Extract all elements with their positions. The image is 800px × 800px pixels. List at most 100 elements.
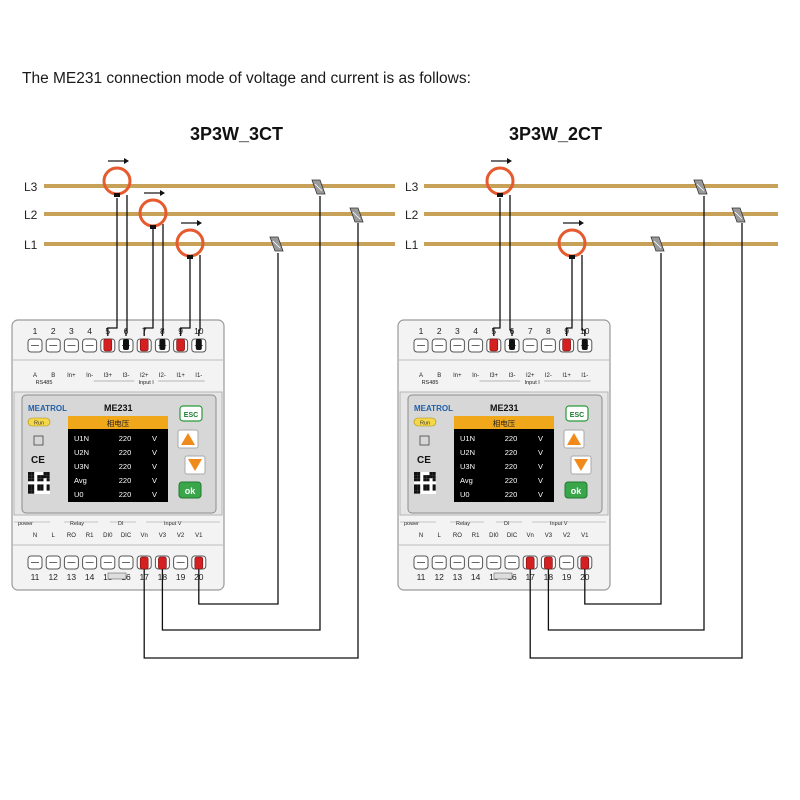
qr-cell — [432, 484, 436, 488]
phase-label: L2 — [24, 208, 38, 222]
lcd-row-value: 220 — [505, 476, 518, 485]
qr-cell — [28, 475, 32, 479]
arrow-right-icon — [579, 220, 584, 226]
qr-cell — [46, 484, 50, 488]
plug-black — [159, 339, 166, 350]
terminal-number: 14 — [85, 572, 95, 582]
qr-cell — [43, 475, 47, 479]
ct-return-wire — [198, 255, 201, 336]
lcd-row-unit: V — [538, 434, 543, 443]
terminal-label: N — [33, 533, 37, 539]
icon-square — [419, 435, 430, 446]
lcd-row-value: 220 — [119, 490, 132, 499]
qr-cell — [417, 487, 421, 491]
lcd-row-value: 220 — [119, 462, 132, 471]
terminal-label: I2+ — [140, 373, 149, 379]
esc-button-label: ESC — [184, 412, 198, 419]
label-mask — [520, 378, 545, 385]
qr-cell — [46, 487, 50, 491]
lcd-row-name: U1N — [74, 434, 89, 443]
lcd-row-name: U3N — [460, 462, 475, 471]
lcd-row-name: U3N — [74, 462, 89, 471]
ct-return-wire — [125, 195, 128, 336]
qr-cell — [40, 475, 44, 479]
arrow-right-icon — [507, 158, 512, 164]
ok-button-label: ok — [571, 486, 582, 496]
qr-cell — [43, 472, 47, 476]
qr-cell — [423, 484, 427, 488]
input-i-label: Input I — [139, 380, 155, 386]
qr-cell — [46, 478, 50, 482]
lcd-row-value: 220 — [505, 448, 518, 457]
qr-cell — [426, 484, 430, 488]
qr-cell — [414, 472, 418, 476]
qr-cell — [432, 475, 436, 479]
terminal-label: I2+ — [526, 373, 535, 379]
terminal-label: B — [437, 373, 441, 379]
terminal-label: I2- — [545, 373, 552, 379]
clip-highlight — [314, 183, 323, 192]
lcd-screen — [68, 416, 168, 502]
esc-button: ESC — [565, 405, 589, 422]
qr-cell — [31, 475, 35, 479]
lcd-row-value: 220 — [505, 490, 518, 499]
clip-highlight — [272, 240, 281, 249]
plug-black — [123, 339, 129, 350]
qr-code-icon — [28, 472, 50, 494]
plug-red — [139, 338, 149, 352]
terminal-number: 7 — [528, 326, 533, 336]
phase-label: L1 — [24, 238, 38, 252]
qr-cell — [28, 490, 32, 494]
clip-highlight — [352, 211, 361, 220]
terminal-label: I1+ — [562, 373, 571, 379]
terminal-number: 2 — [51, 326, 56, 336]
terminal-number: 19 — [562, 572, 572, 582]
group-di-label: DI — [504, 521, 510, 527]
terminal-label: DIC — [507, 533, 518, 539]
lcd-row-unit: V — [538, 462, 543, 471]
lcd-screen — [454, 416, 554, 502]
meter: 1A2B3In+4In-5I3+6I3-7I2+8I2-9I1+10I1-RS4… — [397, 319, 611, 591]
qr-cell — [46, 472, 50, 476]
group-input-v-label: Input V — [550, 521, 568, 527]
qr-cell — [429, 475, 433, 479]
lcd-row-name: U2N — [460, 448, 475, 457]
qr-cell — [432, 487, 436, 491]
qr-cell — [414, 484, 418, 488]
qr-cell — [414, 487, 418, 491]
group-input-v-label: Input V — [164, 521, 182, 527]
qr-cell — [432, 472, 436, 476]
arrow-right-icon — [124, 158, 129, 164]
qr-cell — [37, 478, 41, 482]
ce-mark: CE — [417, 455, 431, 466]
model-label: ME231 — [104, 403, 133, 413]
terminal-number: 13 — [67, 572, 77, 582]
run-label: Run — [34, 421, 44, 427]
up-button — [177, 429, 199, 449]
plug-black — [195, 339, 202, 350]
terminal-label: In+ — [67, 373, 76, 379]
lcd-row-value: 220 — [505, 462, 518, 471]
terminal-label: DIC — [121, 533, 132, 539]
terminal-label: I2- — [159, 373, 166, 379]
qr-cell — [31, 487, 35, 491]
voltage-wire-v3 — [547, 196, 705, 631]
brand-logo: MEATROL — [414, 404, 453, 413]
plug-black — [509, 339, 515, 350]
clip-highlight — [734, 211, 743, 220]
qr-cell — [426, 487, 430, 491]
esc-button-frame — [179, 405, 203, 422]
qr-cell — [426, 478, 430, 482]
terminal-number: 4 — [473, 326, 478, 336]
esc-button-label: ESC — [570, 412, 584, 419]
qr-cell — [40, 478, 44, 482]
terminal-label: V2 — [563, 533, 571, 539]
esc-button-frame — [565, 405, 589, 422]
terminal-number: 2 — [437, 326, 442, 336]
plug-red — [194, 556, 204, 570]
arrow-right-icon — [160, 190, 165, 196]
phase-label: L1 — [405, 238, 419, 252]
voltage-wire-vn — [143, 223, 359, 659]
terminal-label: I3- — [122, 373, 129, 379]
